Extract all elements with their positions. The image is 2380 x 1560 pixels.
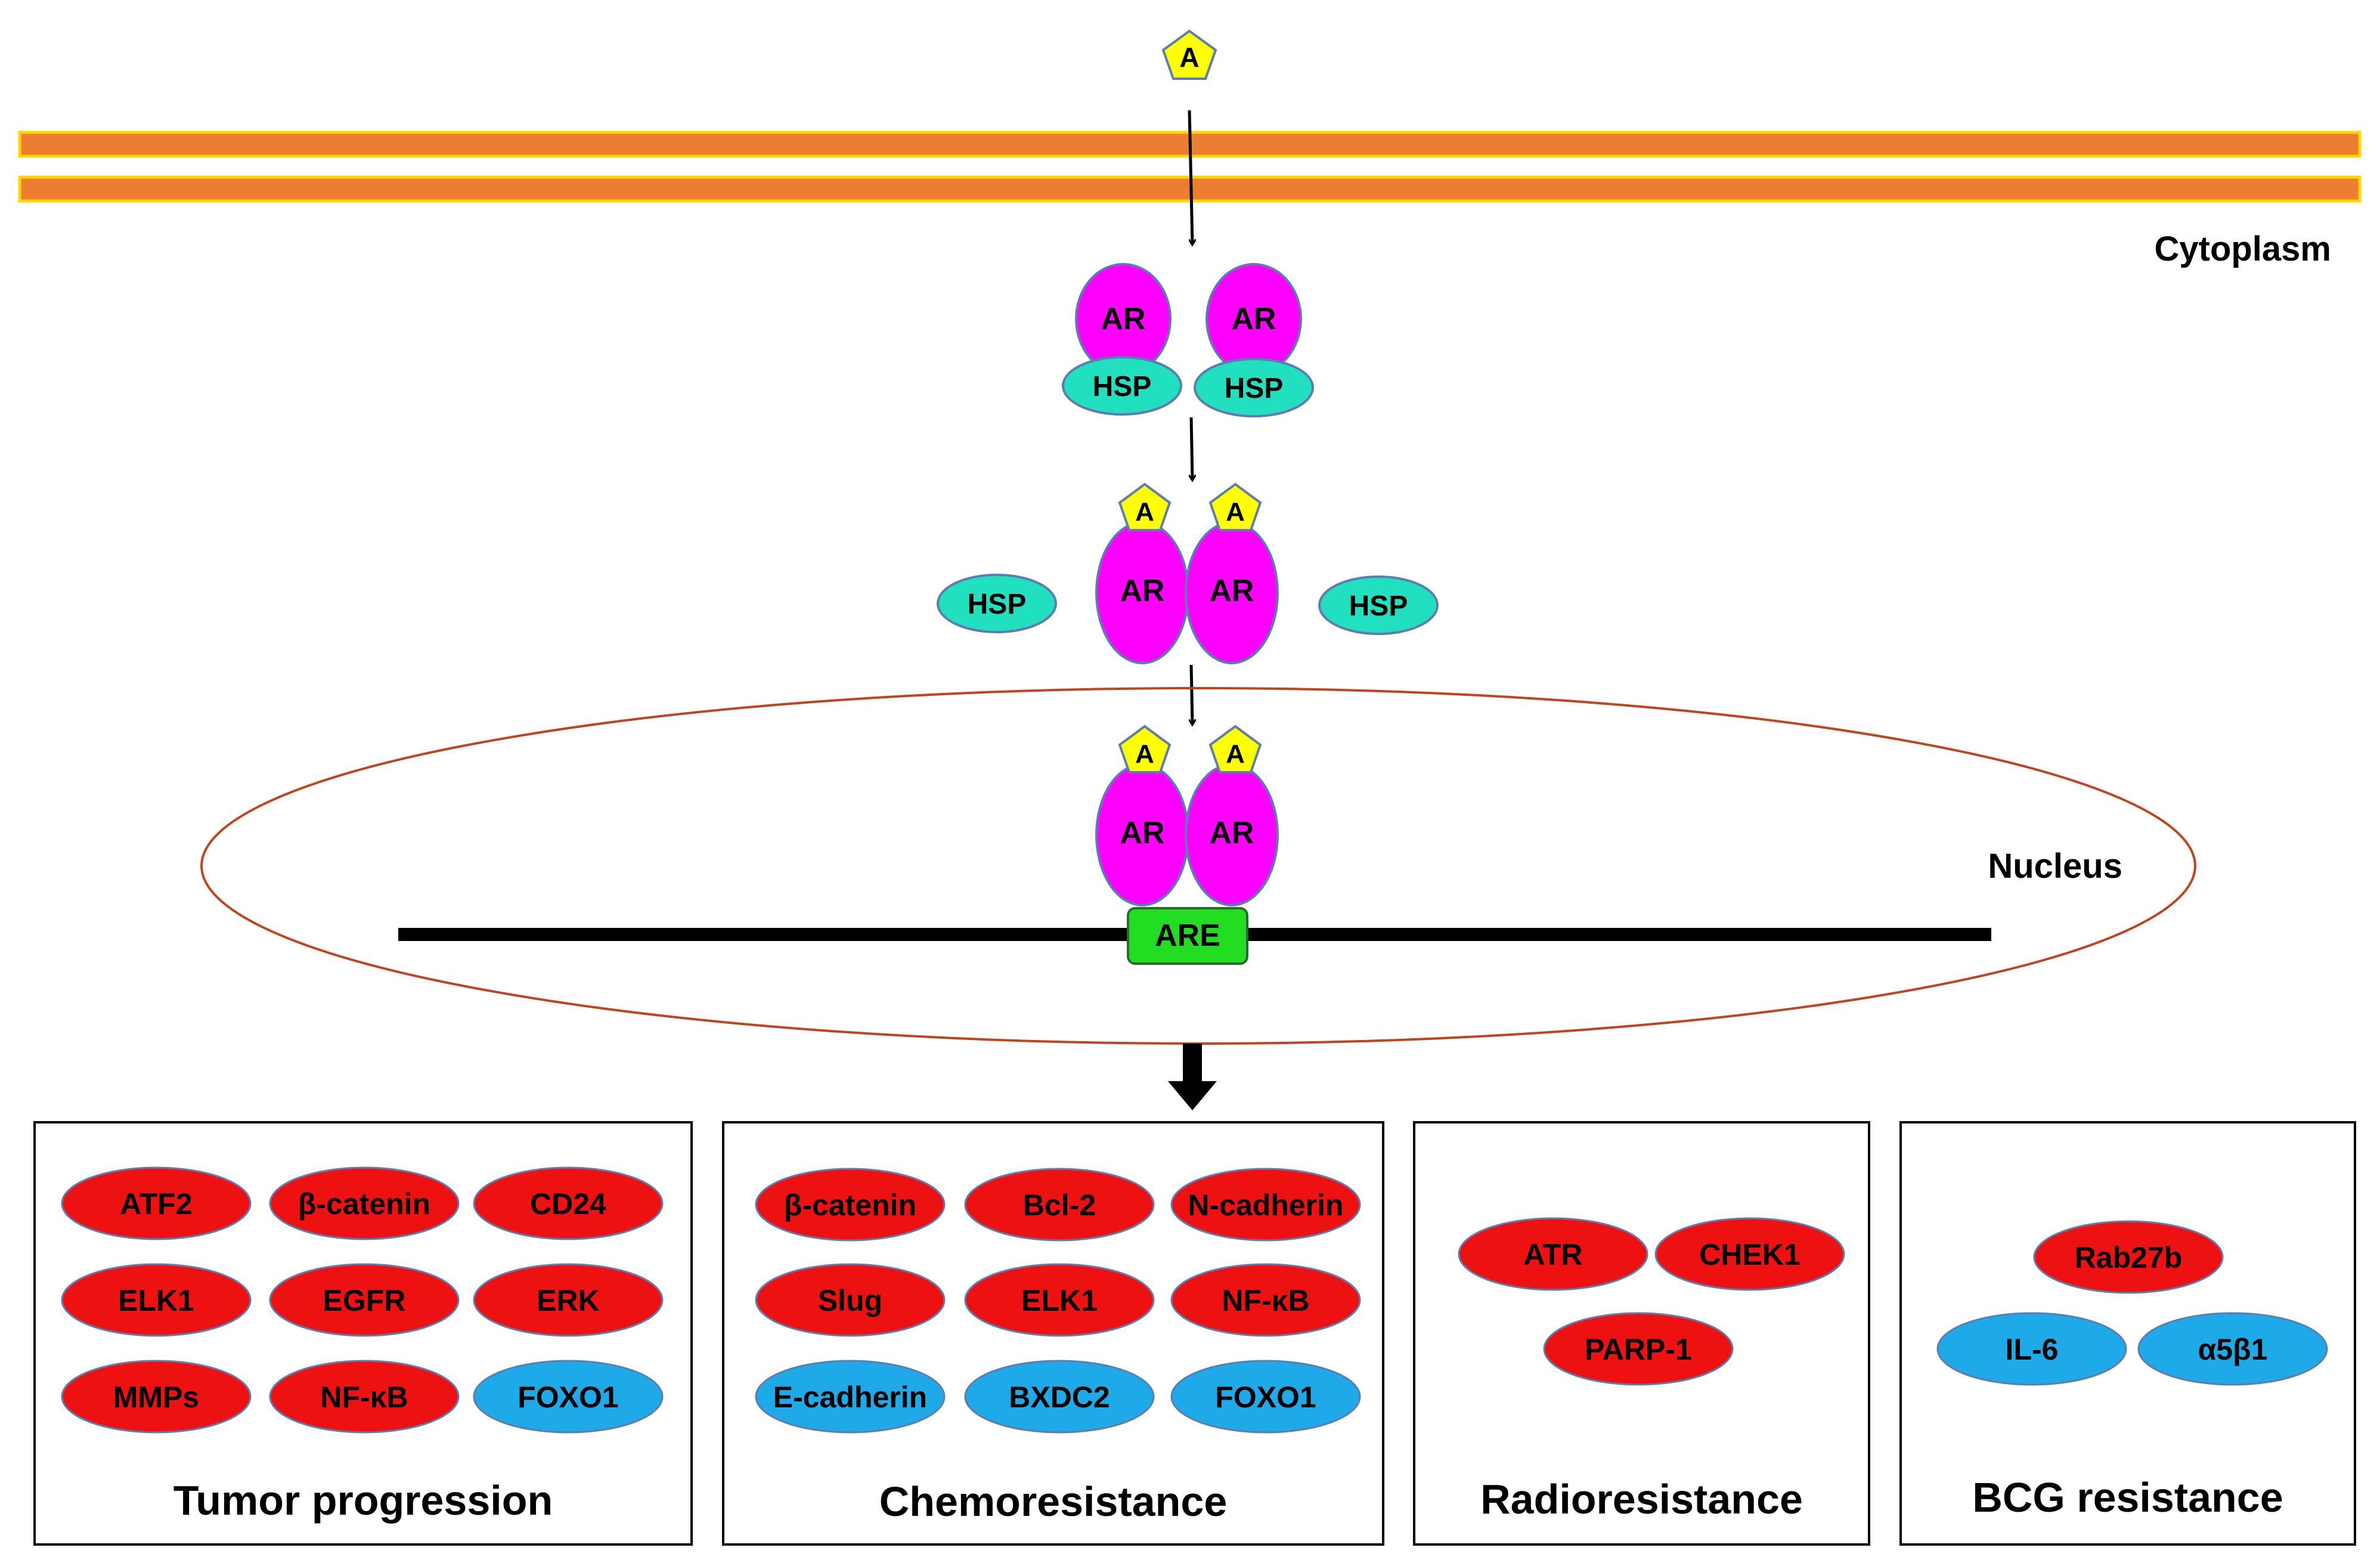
ar-dimer-nucleus: AR AR A A	[1095, 725, 1279, 906]
gene-chek1-label: CHEK1	[1699, 1238, 1800, 1271]
hsp-label: HSP	[1349, 590, 1408, 622]
gene-il-6-label: IL-6	[2006, 1333, 2059, 1366]
androgen-pentagon	[1118, 725, 1172, 773]
gene-egfr-label: EGFR	[323, 1284, 406, 1317]
gene-atr-label: ATR	[1523, 1238, 1582, 1271]
gene-parp-1-ellipse	[1543, 1312, 1734, 1386]
gene-nf-b-ellipse	[1170, 1263, 1361, 1337]
gene-catenin-ellipse	[755, 1168, 946, 1242]
gene-nf-b-label: NF-κB	[320, 1381, 408, 1414]
gene-rab27b-ellipse	[2033, 1220, 2224, 1294]
hsp-protein	[1318, 575, 1439, 635]
gene-foxo1-ellipse	[473, 1360, 664, 1434]
gene-chek1-ellipse	[1654, 1217, 1845, 1291]
androgen-label: A	[1135, 739, 1154, 769]
androgen-response-element: ARE	[1127, 907, 1248, 965]
gene-catenin-label: β-catenin	[784, 1188, 916, 1222]
gene-cd24-ellipse	[473, 1166, 664, 1240]
are-label: ARE	[1155, 918, 1220, 953]
outcome-block-arrow	[1168, 1044, 1217, 1110]
gene-foxo1-label: FOXO1	[517, 1381, 618, 1414]
gene-atf2-ellipse	[61, 1166, 252, 1240]
arrow-membrane-to-cytoplasm	[1188, 110, 1192, 244]
androgen-pentagon	[1161, 29, 1217, 80]
ar-dimer-cytoplasm: AR AR A A	[1095, 482, 1279, 664]
outcome-box-title: BCG resistance	[1972, 1474, 2283, 1521]
gene-nf-b-ellipse	[269, 1360, 460, 1434]
are-box	[1127, 907, 1248, 965]
ar-label: AR	[1120, 574, 1164, 608]
gene-bxdc2-ellipse	[964, 1360, 1155, 1434]
hsp-protein	[1062, 356, 1182, 416]
arrow-hsp-dissociation	[1191, 417, 1192, 480]
androgen-label: A	[1226, 739, 1245, 769]
pathway-arrows	[1188, 110, 1192, 725]
androgen-pentagon	[1118, 482, 1172, 531]
gene-nf-b-label: NF-κB	[1222, 1284, 1309, 1317]
androgen-ligand: A	[1161, 29, 1217, 80]
gene-elk1-ellipse	[964, 1263, 1155, 1337]
gene-elk1-label: ELK1	[118, 1284, 194, 1317]
outcome-box-title: Radioresistance	[1480, 1476, 1803, 1522]
gene-e-cadherin-label: E-cadherin	[773, 1381, 927, 1414]
gene-elk1-label: ELK1	[1021, 1284, 1098, 1317]
hsp-protein	[1194, 358, 1314, 417]
gene-cd24-label: CD24	[530, 1187, 606, 1221]
released-hsp-left: HSP	[937, 574, 1057, 633]
ar-label: AR	[1120, 816, 1164, 850]
ar-label: AR	[1209, 816, 1254, 850]
gene-mmps-ellipse	[61, 1360, 252, 1434]
androgen-label: A	[1179, 42, 1199, 73]
cytoplasm-label: Cytoplasm	[2154, 230, 2331, 268]
androgen-label: A	[1135, 497, 1154, 527]
gene-catenin-label: β-catenin	[298, 1187, 430, 1221]
hsp-protein	[937, 574, 1057, 633]
gene-5-1-ellipse	[2137, 1312, 2328, 1386]
gene-slug-ellipse	[755, 1263, 946, 1337]
ar-label: AR	[1101, 302, 1145, 336]
gene-atf2-label: ATF2	[120, 1187, 192, 1221]
nucleus-label: Nucleus	[1988, 847, 2122, 886]
ar-label: AR	[1231, 302, 1276, 336]
gene-bcl-2-label: Bcl-2	[1023, 1188, 1096, 1222]
hsp-label: HSP	[1225, 373, 1284, 404]
hsp-label: HSP	[1093, 371, 1152, 403]
gene-rab27b-label: Rab27b	[2075, 1241, 2183, 1274]
gene-foxo1-ellipse	[1170, 1360, 1361, 1434]
gene-bxdc2-label: BXDC2	[1009, 1381, 1110, 1414]
gene-mmps-label: MMPs	[113, 1381, 199, 1414]
ar-label: AR	[1209, 574, 1254, 608]
ar-hsp-complex-left: AR HSP	[1062, 263, 1182, 416]
ar-hsp-complex-right: AR HSP	[1194, 263, 1314, 417]
gene-erk-label: ERK	[537, 1284, 600, 1317]
gene-5-1-label: α5β1	[2198, 1333, 2268, 1366]
arrow-nuclear-translocation	[1191, 664, 1192, 725]
hsp-label: HSP	[968, 589, 1027, 620]
gene-e-cadherin-ellipse	[755, 1360, 946, 1434]
gene-egfr-ellipse	[269, 1263, 460, 1337]
androgen-pentagon	[1208, 482, 1262, 531]
released-hsp-right: HSP	[1318, 575, 1439, 635]
gene-parp-1-label: PARP-1	[1585, 1333, 1692, 1366]
outcome-box-title: Tumor progression	[173, 1477, 553, 1524]
gene-catenin-ellipse	[269, 1166, 460, 1240]
gene-bcl-2-ellipse	[964, 1168, 1155, 1242]
gene-elk1-ellipse	[61, 1263, 252, 1337]
gene-n-cadherin-label: N-cadherin	[1188, 1188, 1343, 1222]
androgen-label: A	[1226, 497, 1245, 527]
gene-slug-label: Slug	[818, 1284, 882, 1317]
gene-il-6-ellipse	[1936, 1312, 2127, 1386]
gene-atr-ellipse	[1458, 1217, 1648, 1291]
gene-foxo1-label: FOXO1	[1215, 1381, 1316, 1414]
outcome-box-title: Chemoresistance	[879, 1478, 1228, 1525]
androgen-pentagon	[1208, 725, 1262, 773]
gene-n-cadherin-ellipse	[1170, 1168, 1361, 1242]
gene-erk-ellipse	[473, 1263, 664, 1337]
